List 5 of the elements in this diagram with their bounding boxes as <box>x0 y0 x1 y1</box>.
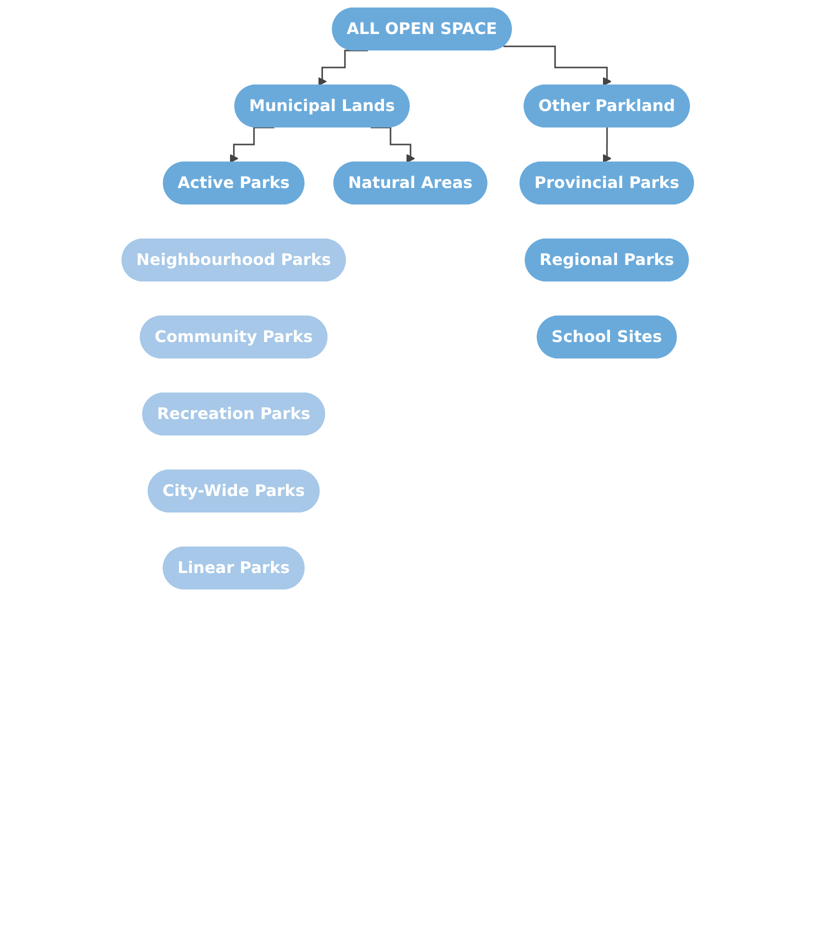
arrow <box>318 50 368 86</box>
arrow <box>602 126 612 163</box>
arrow <box>229 126 274 163</box>
arrow <box>370 126 415 163</box>
arrow <box>503 46 612 86</box>
